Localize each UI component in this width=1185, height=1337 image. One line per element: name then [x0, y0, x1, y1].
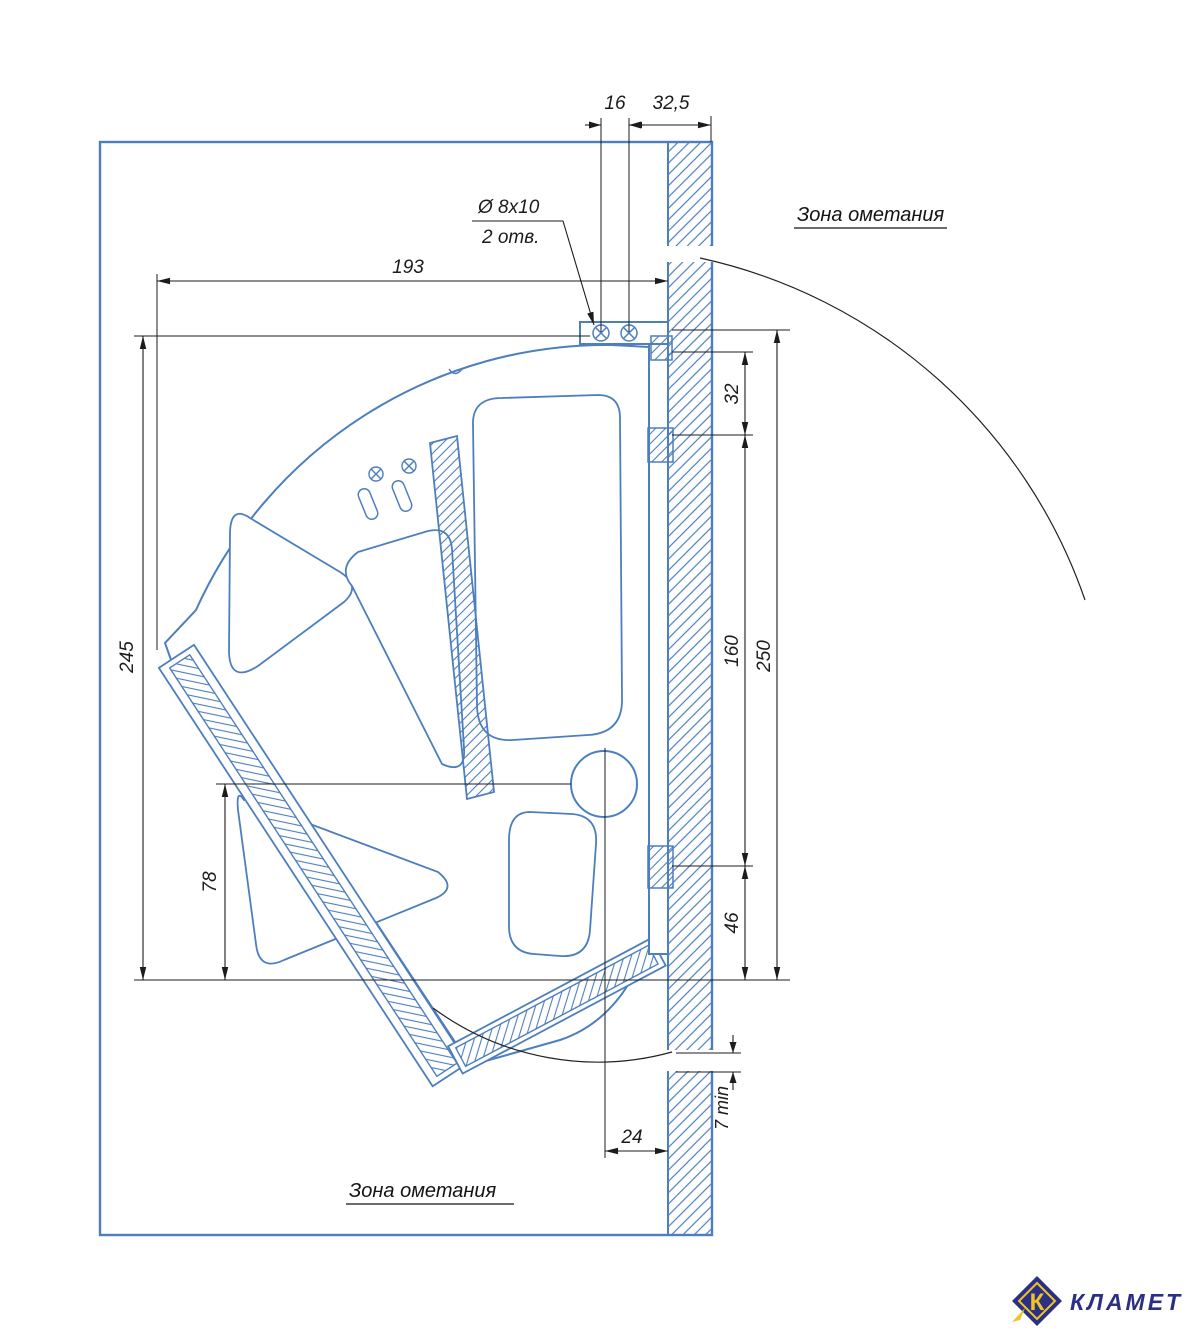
dim-16-label: 16	[604, 93, 626, 114]
screw-mid-left	[368, 466, 384, 482]
cutout-bottom-middle	[508, 811, 597, 957]
dimensions: 16 32,5 193 245 78 32 160	[117, 93, 790, 1158]
sweep-arc-top	[699, 257, 1086, 601]
dim-160-label: 160	[722, 635, 743, 667]
logo-monogram: К	[1030, 1289, 1045, 1316]
bracket-mechanism	[157, 321, 674, 1088]
logo: К КЛАМЕТ	[1012, 1276, 1183, 1326]
dim-7min-label: 7 min	[712, 1086, 732, 1130]
strut-diagonal	[429, 434, 495, 801]
slot-right	[391, 479, 413, 513]
folding-arm	[157, 643, 470, 1088]
dim-78-label: 78	[200, 871, 221, 893]
dim-24: 24	[605, 1127, 668, 1155]
hole-callout-line1: Ø 8x10	[477, 197, 540, 218]
clip-top	[650, 335, 673, 361]
dim-24-label: 24	[620, 1127, 642, 1148]
dim-16: 16	[585, 93, 645, 129]
wall-break-bottom	[662, 1050, 718, 1071]
wall-section	[662, 141, 718, 1236]
clip-lower	[647, 845, 674, 889]
logo-bolt-icon	[1012, 1308, 1025, 1322]
dim-193: 193	[157, 257, 668, 285]
sweep-arcs	[432, 257, 1086, 1063]
wall-break-top	[662, 246, 718, 262]
dim-193-label: 193	[392, 257, 424, 278]
pivot-circle	[570, 750, 638, 818]
extension-lines	[134, 116, 790, 1158]
dim-46: 46	[722, 866, 749, 980]
disc-top-notch	[448, 368, 463, 375]
dim-250-label: 250	[754, 640, 775, 673]
dim-250: 250	[754, 330, 781, 980]
dim-32-5-label: 32,5	[653, 93, 690, 114]
logo-diamond-inner	[1017, 1281, 1057, 1321]
sweep-zone-label-top: Зона ометания	[797, 204, 945, 226]
logo-diamond	[1012, 1276, 1062, 1326]
dim-245: 245	[117, 336, 147, 980]
clip-upper	[647, 427, 674, 463]
screw-mid-right	[401, 458, 417, 474]
dim-32: 32	[722, 352, 749, 435]
dim-78: 78	[200, 784, 229, 980]
zone-labels: Зона ометания Зона ометания	[346, 204, 947, 1205]
dim-46-label: 46	[722, 912, 743, 934]
slot-left	[357, 487, 379, 521]
dim-7min: 7 min	[712, 1035, 737, 1130]
screw-left	[592, 324, 610, 342]
hole-callout-line2: 2 отв.	[481, 227, 539, 248]
disc-cutouts	[228, 394, 623, 965]
dim-32-label: 32	[722, 383, 743, 405]
logo-wordmark: КЛАМЕТ	[1070, 1289, 1183, 1315]
dim-160: 160	[722, 435, 749, 866]
sweep-zone-label-bottom: Зона ометания	[349, 1180, 497, 1202]
sweep-arc-bottom	[432, 1007, 673, 1063]
dim-245-label: 245	[117, 641, 138, 674]
cutout-right	[472, 394, 623, 741]
hole-callout: Ø 8x10 2 отв.	[472, 197, 595, 326]
dim-32-5: 32,5	[629, 93, 711, 129]
